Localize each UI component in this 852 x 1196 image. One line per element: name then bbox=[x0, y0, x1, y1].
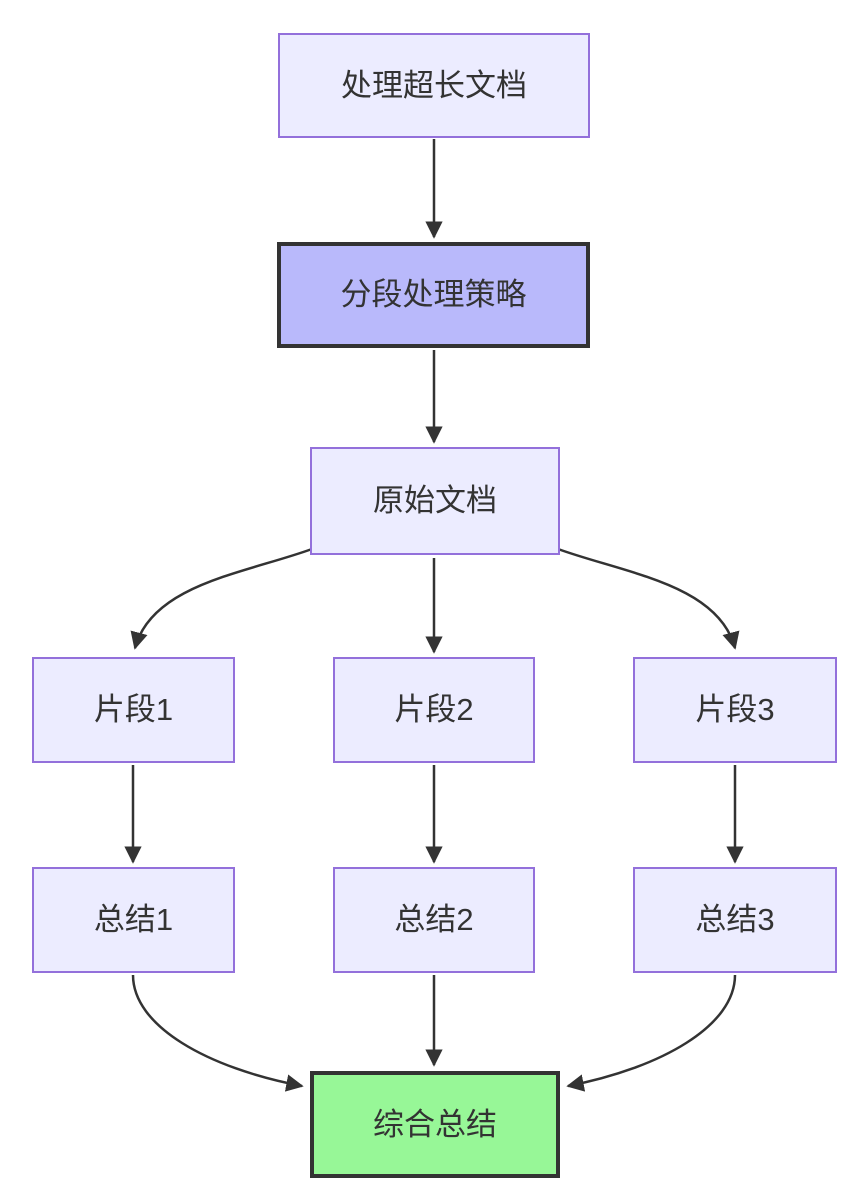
edge-doc-fragment3 bbox=[557, 547, 740, 650]
node-final-summary: 综合总结 bbox=[310, 1071, 560, 1178]
node-fragment-2: 片段2 bbox=[333, 657, 535, 763]
node-summary-1: 总结1 bbox=[32, 867, 235, 973]
edge-summary1-final bbox=[131, 974, 304, 1092]
node-summary-3: 总结3 bbox=[633, 867, 837, 973]
edge-summary3-final bbox=[566, 974, 737, 1092]
node-process-long-document: 处理超长文档 bbox=[278, 33, 590, 138]
edge-doc-fragment1 bbox=[130, 547, 313, 650]
node-fragment-1: 片段1 bbox=[32, 657, 235, 763]
node-fragment-3: 片段3 bbox=[633, 657, 837, 763]
node-segmentation-strategy: 分段处理策略 bbox=[277, 242, 590, 348]
node-summary-2: 总结2 bbox=[333, 867, 535, 973]
node-original-document: 原始文档 bbox=[310, 447, 560, 555]
